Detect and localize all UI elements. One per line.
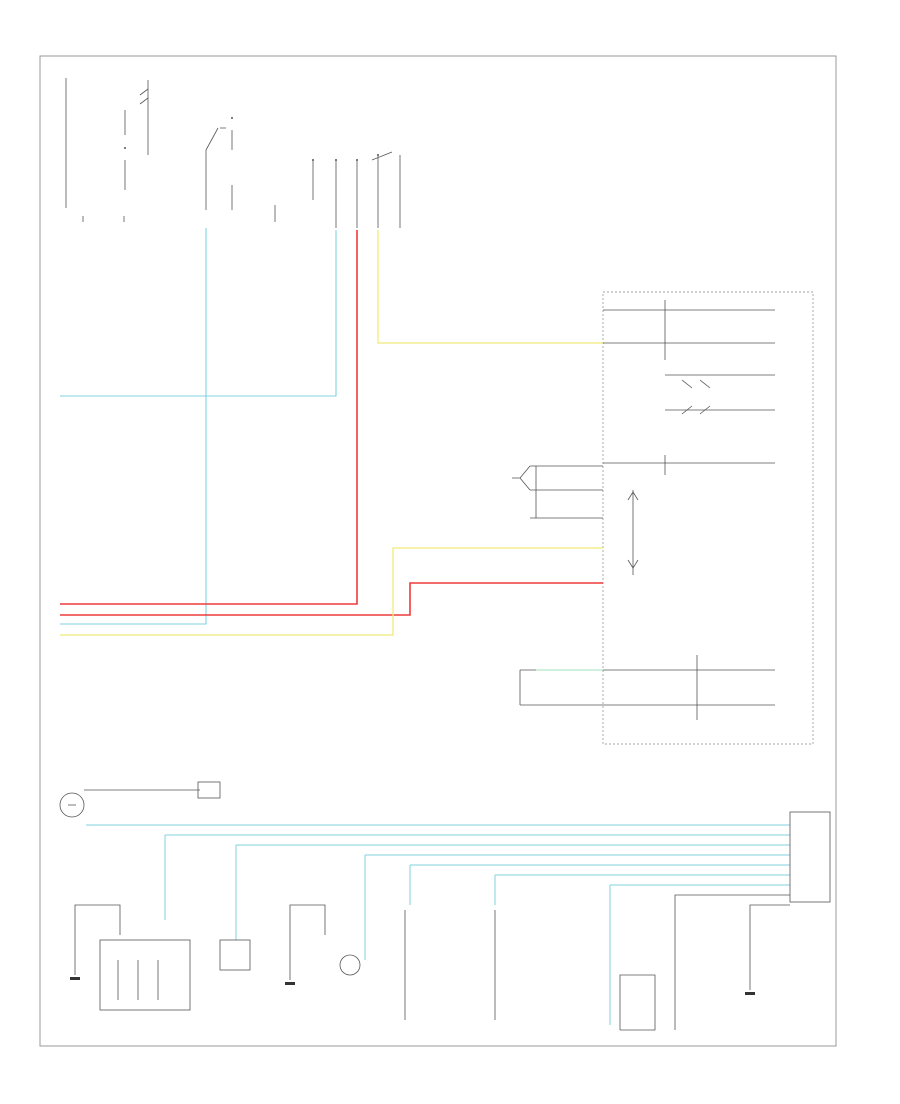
bottom-components [74, 811, 831, 1031]
wire-red-1 [60, 230, 358, 605]
bottom-ground-circuit [59, 781, 221, 818]
sensor-cluster [512, 465, 603, 706]
wire-light-blue-1 [60, 230, 337, 397]
diagram-frame [39, 55, 837, 1047]
wire-light-blue-2 [60, 228, 207, 625]
control-module-box [602, 291, 814, 745]
wire-yellow-1 [377, 230, 603, 344]
top-connector-dots [124, 117, 379, 161]
wire-yellow-2 [60, 547, 603, 636]
control-module-internals [603, 300, 775, 720]
ground-symbols [70, 977, 755, 995]
bottom-signal-bus [86, 824, 790, 1025]
top-left-circuit [65, 78, 401, 228]
wire-red-2 [60, 582, 603, 616]
